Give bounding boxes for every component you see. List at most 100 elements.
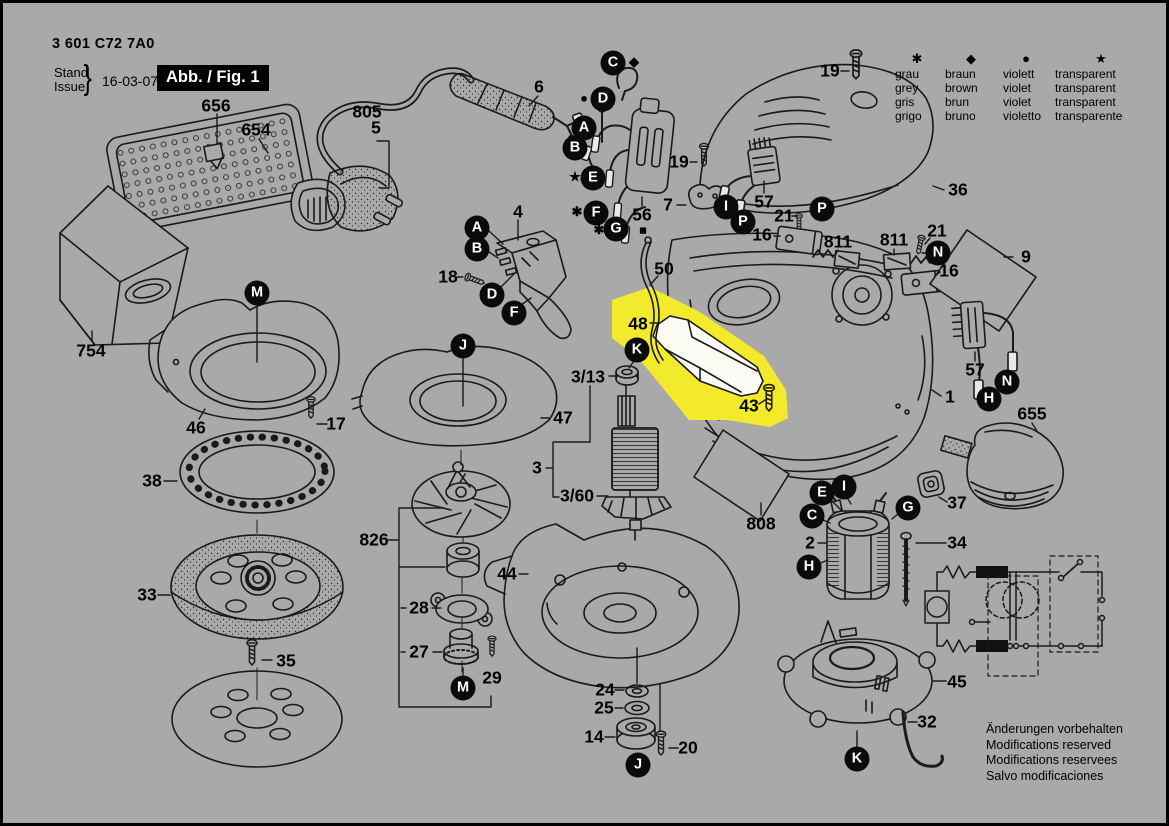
part-callout-38-7[interactable]: 38 xyxy=(142,470,162,491)
part-48-locking-slide xyxy=(652,315,764,397)
legend-term: braun xyxy=(945,67,976,81)
letter-marker-D-9: D xyxy=(479,282,505,308)
part-callout-27-19[interactable]: 27 xyxy=(409,641,429,662)
part-callout-37-48[interactable]: 37 xyxy=(947,492,967,513)
part-21-screw-right xyxy=(913,234,927,256)
part-callout-16-35[interactable]: 16 xyxy=(939,260,959,281)
part-callout-21-34[interactable]: 21 xyxy=(927,220,947,241)
letter-marker-G-6: G xyxy=(603,216,629,242)
part-callout-3-13-14[interactable]: 3/13 xyxy=(570,366,606,387)
part-callout-47-13[interactable]: 47 xyxy=(553,407,573,428)
part-32-spring-wire xyxy=(901,710,944,768)
part-callout-754-4[interactable]: 754 xyxy=(76,340,106,361)
part-callout-14-24[interactable]: 14 xyxy=(584,726,604,747)
letter-marker-I-24: I xyxy=(831,474,857,500)
part-callout-655-44[interactable]: 655 xyxy=(1017,403,1047,424)
legend-term: transparent xyxy=(1055,67,1116,81)
part-44-gear-housing xyxy=(483,523,740,689)
figure-badge: Abb. / Fig. 1 xyxy=(157,65,269,91)
part-callout-56-28[interactable]: 56 xyxy=(632,204,652,225)
legend-term: violett xyxy=(1003,67,1035,81)
part-callout-34-47[interactable]: 34 xyxy=(947,532,967,553)
part-callout-57-29[interactable]: 57 xyxy=(754,191,774,212)
part-2-field-stator xyxy=(826,492,890,600)
footer-disclaimer: Änderungen vorbehalten Modifications res… xyxy=(986,722,1123,784)
symbol-marker-0: ◆ xyxy=(629,54,639,69)
part-callout-5-3[interactable]: 5 xyxy=(371,117,381,138)
part-callout-654-1[interactable]: 654 xyxy=(241,119,271,140)
part-fan-impeller xyxy=(411,461,511,538)
part-callout-24-22[interactable]: 24 xyxy=(595,679,615,700)
part-callout-57-43[interactable]: 57 xyxy=(965,359,985,380)
part-29-screw xyxy=(487,635,497,657)
part-callout-48-40[interactable]: 48 xyxy=(628,313,648,334)
part-callout-17-6[interactable]: 17 xyxy=(326,413,346,434)
part-callout-44-21[interactable]: 44 xyxy=(497,563,517,584)
legend-symbol-transparent: ★ xyxy=(1095,51,1107,66)
part-callout-808-45[interactable]: 808 xyxy=(746,513,776,534)
part-callout-45-49[interactable]: 45 xyxy=(947,671,967,692)
footer-line: Modifications reserved xyxy=(986,737,1112,752)
legend-term: transparente xyxy=(1055,109,1123,123)
part-callout-36-38[interactable]: 36 xyxy=(948,179,968,200)
part-6-cable-sleeve xyxy=(449,72,585,150)
part-655-extraction-adapter xyxy=(940,422,1065,510)
part-24-washer xyxy=(625,684,649,698)
part-callout-21-30[interactable]: 21 xyxy=(774,205,794,226)
letter-marker-D-1: D xyxy=(590,86,616,112)
part-33-backing-pad xyxy=(170,534,344,640)
part-826-bearing xyxy=(446,542,480,578)
part-callout-656-0[interactable]: 656 xyxy=(201,95,231,116)
part-callout-32-50[interactable]: 32 xyxy=(917,711,937,732)
part-callout-16-31[interactable]: 16 xyxy=(752,224,772,245)
part-45-air-deflector xyxy=(777,620,936,728)
part-callout-811-32[interactable]: 811 xyxy=(823,231,853,252)
part-sanding-disc xyxy=(171,670,343,768)
document-part-number: 3 601 C72 7A0 xyxy=(52,36,155,52)
part-callout-33-8[interactable]: 33 xyxy=(137,584,157,605)
part-callout-826-17[interactable]: 826 xyxy=(359,529,389,550)
legend-term: grau xyxy=(895,67,920,81)
part-46-pad-guard xyxy=(148,298,340,421)
part-callout-19-26[interactable]: 19 xyxy=(669,151,689,172)
stand-label: Stand xyxy=(54,65,88,80)
part-callout-28-18[interactable]: 28 xyxy=(409,597,429,618)
part-14-bearing xyxy=(616,717,656,750)
part-50-cable-guide xyxy=(640,236,664,364)
part-callout-3-15[interactable]: 3 xyxy=(532,457,542,478)
part-callout-811-33[interactable]: 811 xyxy=(879,229,909,250)
legend-symbol-grey: ✱ xyxy=(911,51,923,66)
legend-term: gris xyxy=(895,95,915,109)
part-callout-2-46[interactable]: 2 xyxy=(805,532,815,553)
part-callout-35-9[interactable]: 35 xyxy=(276,650,296,671)
part-callout-6-10[interactable]: 6 xyxy=(534,76,544,97)
part-callout-805-2[interactable]: 805 xyxy=(352,101,382,122)
part-callout-29-20[interactable]: 29 xyxy=(482,667,502,688)
symbol-marker-1: ● xyxy=(580,90,588,106)
letter-marker-G-26: G xyxy=(895,495,921,521)
part-callout-43-41[interactable]: 43 xyxy=(739,395,759,416)
legend-term: brown xyxy=(945,81,978,95)
legend-term: transparent xyxy=(1055,95,1116,109)
legend-term: bruno xyxy=(945,109,976,123)
letter-marker-K-16: K xyxy=(844,746,870,772)
brace-glyph: } xyxy=(83,59,92,97)
part-callout-46-5[interactable]: 46 xyxy=(186,417,206,438)
part-callout-25-23[interactable]: 25 xyxy=(594,697,614,718)
part-callout-3-60-16[interactable]: 3/60 xyxy=(559,485,595,506)
part-callout-4-11[interactable]: 4 xyxy=(513,201,523,222)
part-callout-9-37[interactable]: 9 xyxy=(1021,246,1031,267)
letter-marker-F-5: F xyxy=(583,200,609,226)
part-callout-7-27[interactable]: 7 xyxy=(663,194,673,215)
part-callout-1-42[interactable]: 1 xyxy=(945,386,955,407)
part-callout-50-39[interactable]: 50 xyxy=(654,258,674,279)
part-callout-18-12[interactable]: 18 xyxy=(438,266,458,287)
part-27-clamp-nut xyxy=(443,628,479,665)
part-4-switch xyxy=(494,230,572,340)
part-9-insulating-foil xyxy=(929,229,1037,332)
symbol-marker-2: ★ xyxy=(569,169,581,184)
part-callout-20-25[interactable]: 20 xyxy=(678,737,698,758)
letter-marker-E-23: E xyxy=(809,480,835,506)
part-callout-19-36[interactable]: 19 xyxy=(820,60,840,81)
